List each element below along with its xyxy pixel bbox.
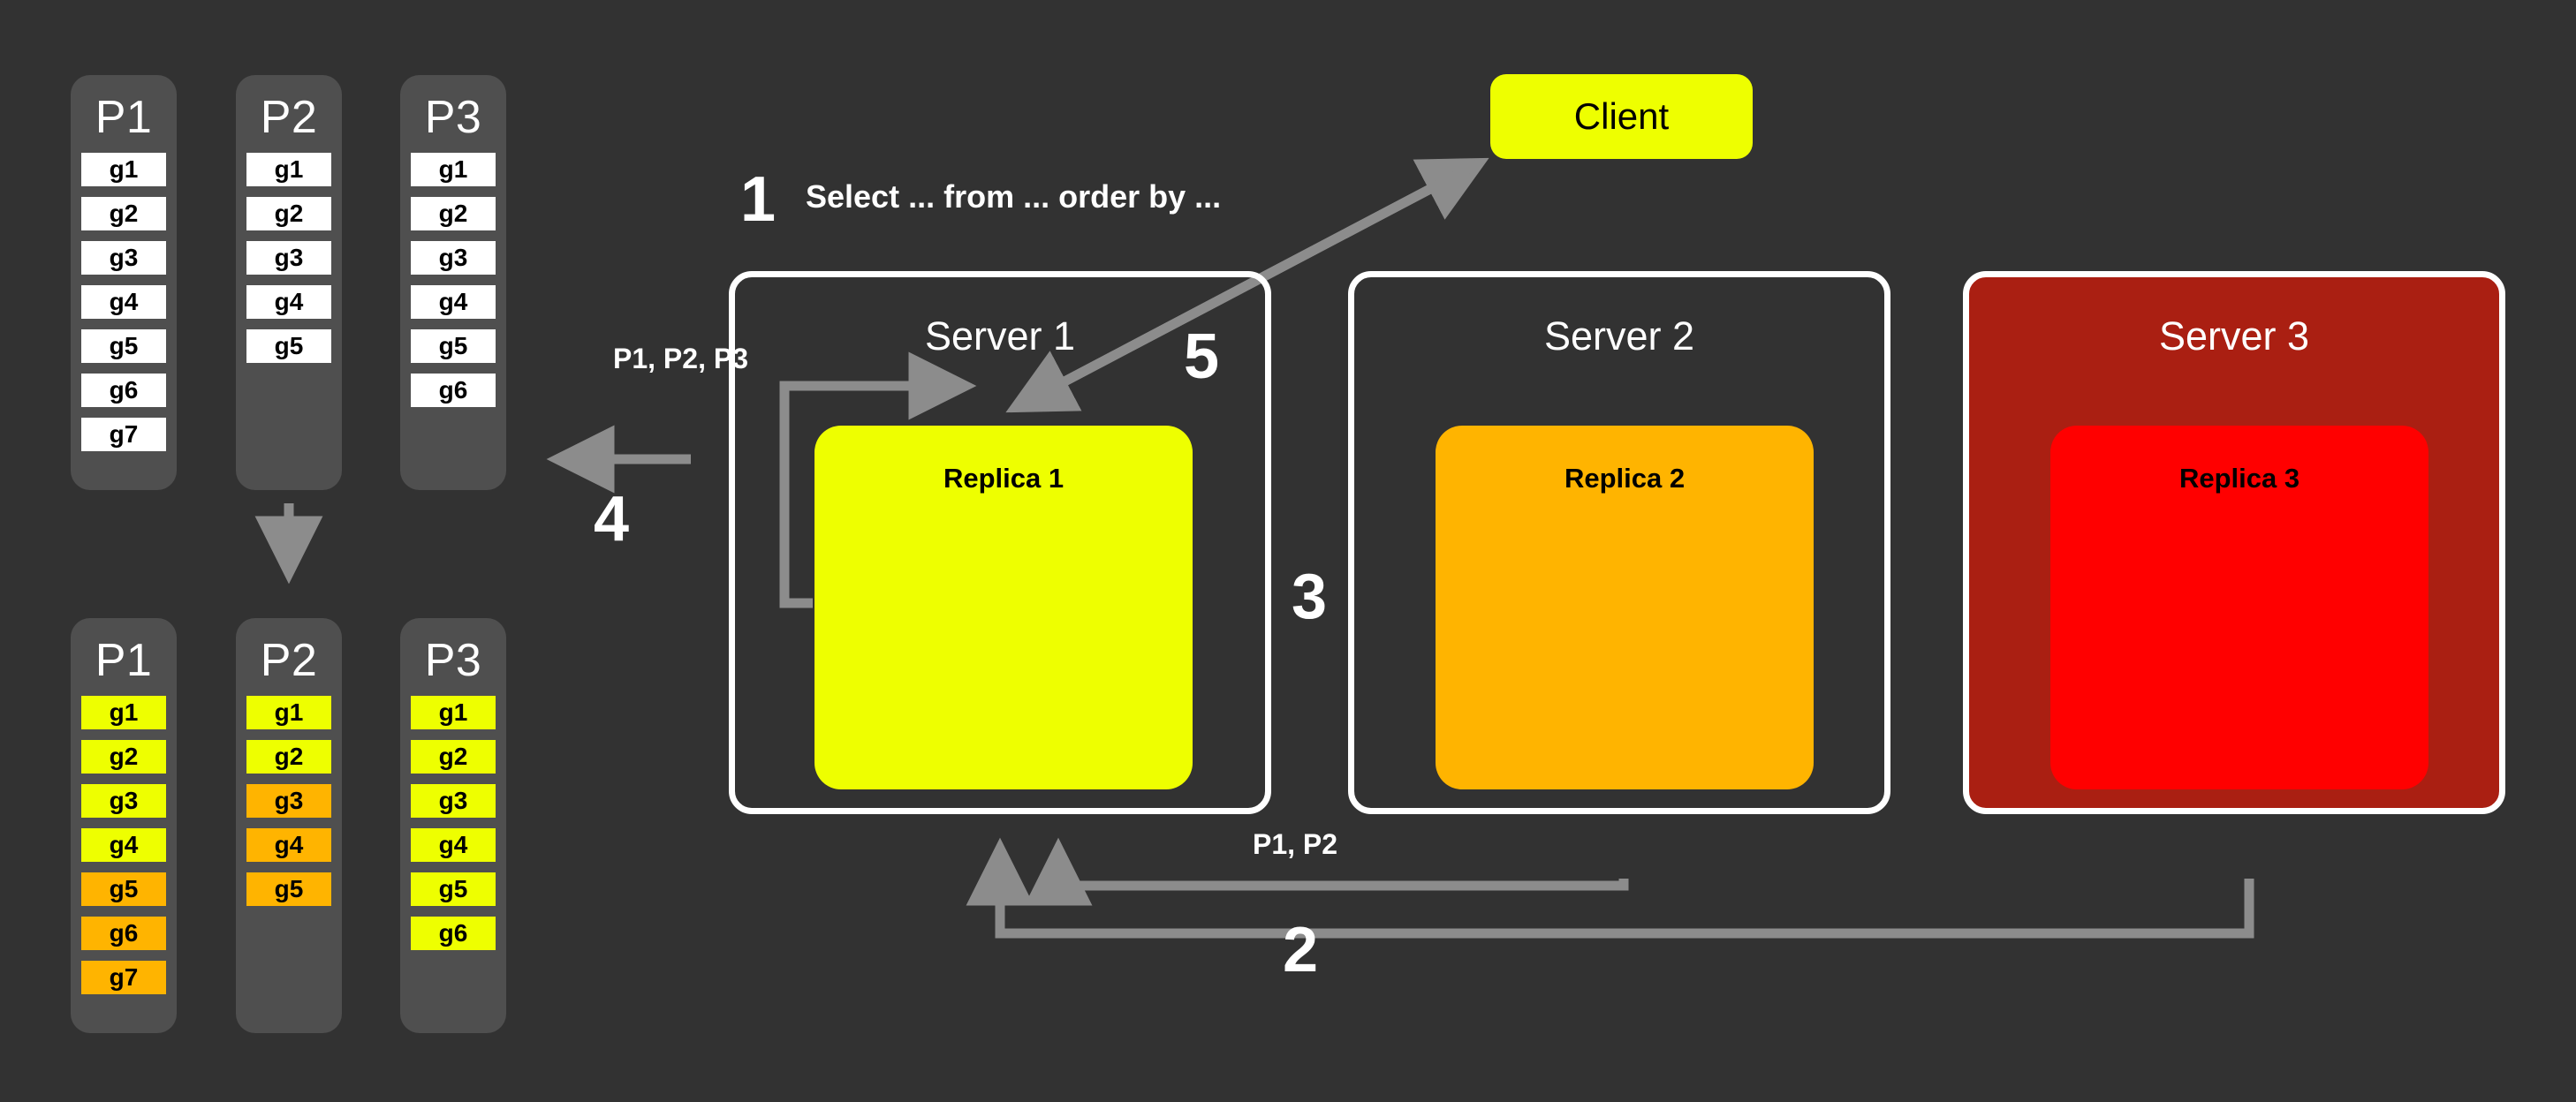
server-3-box[interactable]: Server 3 Replica 3 [1963, 271, 2505, 814]
step-5-label: 5 [1184, 321, 1220, 392]
step-1-label: 1 [740, 164, 777, 235]
partition-cell: g5 [411, 872, 496, 906]
arrow-step2-server3-to-server1 [966, 837, 2254, 939]
replica-3-label: Replica 3 [2178, 463, 2300, 494]
partition-cell: g1 [81, 153, 166, 186]
partition-cell: g1 [411, 153, 496, 186]
replica-2-box[interactable]: Replica 2 [1436, 426, 1814, 789]
partition-title: P2 [260, 92, 318, 143]
partition-cell: g3 [81, 784, 166, 818]
server-2-box[interactable]: Server 2 Replica 2 [1348, 271, 1890, 814]
partition-cell: g7 [81, 418, 166, 451]
server-1-box[interactable]: Server 1 Replica 1 [729, 271, 1271, 814]
partition-cell: g2 [81, 197, 166, 230]
partition-title: P1 [95, 635, 153, 686]
partition-column-p1-before: P1 g1 g2 g3 g4 g5 g6 g7 [71, 75, 177, 490]
partition-title: P3 [424, 635, 482, 686]
partition-cell: g2 [411, 197, 496, 230]
partition-cell: g4 [246, 285, 331, 319]
partition-cell: g6 [81, 917, 166, 950]
partition-cell: g1 [411, 696, 496, 729]
partition-column-p3-before: P3 g1 g2 g3 g4 g5 g6 [400, 75, 506, 490]
step-4-label: 4 [594, 484, 630, 555]
partition-cell: g3 [81, 241, 166, 275]
partition-column-p1-after: P1 g1 g2 g3 g4 g5 g6 g7 [71, 618, 177, 1033]
server-2-title: Server 2 [1543, 313, 1695, 359]
partition-cell: g2 [411, 740, 496, 774]
step-3-label: 3 [1292, 562, 1328, 632]
replica-2-label: Replica 2 [1564, 463, 1686, 494]
partition-cell: g5 [246, 872, 331, 906]
client-node[interactable]: Client [1490, 74, 1753, 159]
partition-column-p3-after: P3 g1 g2 g3 g4 g5 g6 [400, 618, 506, 1033]
partition-cell: g2 [246, 740, 331, 774]
partition-title: P2 [260, 635, 318, 686]
partition-cell: g5 [81, 872, 166, 906]
partitions-sent-label-p1p2: P1, P2 [1253, 828, 1338, 860]
replica-1-label: Replica 1 [943, 463, 1064, 494]
partition-cell: g5 [411, 329, 496, 363]
partition-cell: g2 [81, 740, 166, 774]
server-1-title: Server 1 [924, 313, 1076, 359]
partition-cell: g5 [81, 329, 166, 363]
partition-cell: g4 [81, 828, 166, 862]
partition-cell: g4 [411, 828, 496, 862]
partition-cell: g7 [81, 961, 166, 994]
partition-title: P3 [424, 92, 482, 143]
partition-cell: g3 [411, 241, 496, 275]
partition-cell: g1 [246, 153, 331, 186]
server-3-title: Server 3 [2158, 313, 2310, 359]
partition-cell: g4 [246, 828, 331, 862]
step-2-label: 2 [1283, 915, 1319, 985]
partition-cell: g2 [246, 197, 331, 230]
replica-1-box[interactable]: Replica 1 [814, 426, 1193, 789]
partition-cell: g6 [81, 374, 166, 407]
partition-cell: g5 [246, 329, 331, 363]
partition-title: P1 [95, 92, 153, 143]
partition-cell: g1 [81, 696, 166, 729]
replica-3-box[interactable]: Replica 3 [2050, 426, 2428, 789]
partition-cell: g4 [411, 285, 496, 319]
partition-cell: g6 [411, 917, 496, 950]
partition-column-p2-after: P2 g1 g2 g3 g4 g5 [236, 618, 342, 1033]
partition-cell: g3 [411, 784, 496, 818]
partition-cell: g3 [246, 241, 331, 275]
query-text: Select ... from ... order by ... [806, 178, 1222, 215]
partition-column-p2-before: P2 g1 g2 g3 g4 g5 [236, 75, 342, 490]
partition-cell: g1 [246, 696, 331, 729]
partitions-sent-label-p1p2p3: P1, P2, P3 [613, 343, 748, 374]
partition-cell: g3 [246, 784, 331, 818]
partition-cell: g6 [411, 374, 496, 407]
partition-cell: g4 [81, 285, 166, 319]
arrow-step2-server2-to-server1 [1024, 837, 1629, 906]
client-label: Client [1573, 95, 1670, 137]
